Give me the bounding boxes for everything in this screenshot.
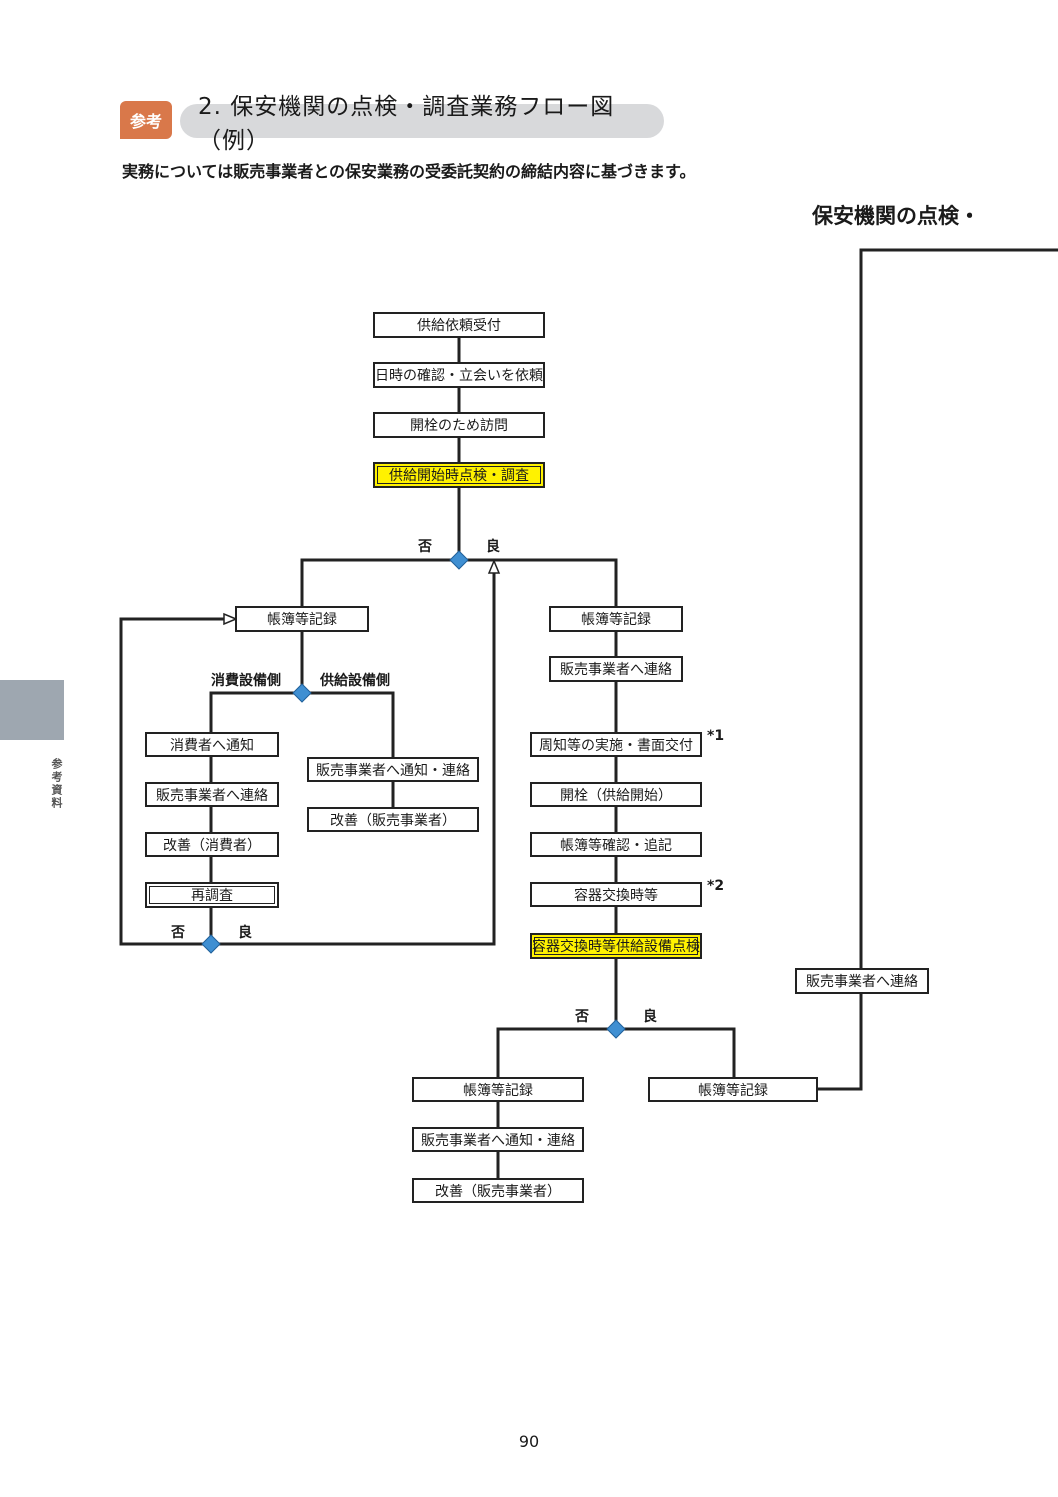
right-continued-title: 保安機関の点検・: [812, 204, 980, 228]
notify-seller-supply-box: 販売事業者へ通知・連絡: [307, 757, 479, 782]
confirm-schedule-box: 日時の確認・立会いを依頼: [373, 362, 545, 388]
consumer-side-label: 消費設備側: [211, 673, 281, 689]
improve-seller-supply-box: 改善（販売事業者）: [307, 807, 479, 832]
reference-badge: 参考: [120, 101, 172, 139]
footnote-2: *2: [707, 878, 725, 894]
bottom-good-label: 良: [643, 1009, 657, 1025]
page-number: 90: [518, 1432, 540, 1451]
reinspect-no-label: 否: [171, 925, 185, 941]
container-exchange-box: 容器交換時等: [530, 882, 702, 907]
notify-consumer-box: 消費者へ通知: [145, 732, 279, 757]
bottom-no-label: 否: [575, 1009, 589, 1025]
notice-docs-box: 周知等の実施・書面交付: [530, 732, 702, 757]
bottom-right-record-box: 帳簿等記録: [648, 1077, 818, 1102]
contact-seller-left-box: 販売事業者へ連絡: [145, 782, 279, 807]
reinspect-good-label: 良: [238, 925, 252, 941]
supply-request-box: 供給依頼受付: [373, 312, 545, 338]
side-tab: [0, 680, 64, 740]
start-inspection-box: 供給開始時点検・調査: [373, 462, 545, 488]
reinspect-box: 再調査: [145, 882, 279, 908]
side-tab-label: 参考資料: [50, 758, 63, 810]
page-subtitle: 実務については販売事業者との保安業務の受委託契約の締結内容に基づきます。: [122, 162, 696, 181]
far-right-contact-box: 販売事業者へ連絡: [795, 968, 929, 994]
contact-seller-right-box: 販売事業者へ連絡: [549, 656, 683, 682]
footnote-1: *1: [707, 728, 725, 744]
improve-consumer-box: 改善（消費者）: [145, 832, 279, 857]
left-record-box: 帳簿等記録: [235, 606, 369, 632]
decision-good-label: 良: [486, 539, 500, 555]
bottom-notify-seller-box: 販売事業者へ通知・連絡: [412, 1127, 584, 1152]
visit-open-box: 開栓のため訪問: [373, 412, 545, 438]
container-inspection-box: 容器交換時等供給設備点検: [530, 933, 702, 959]
open-supply-box: 開栓（供給開始）: [530, 782, 702, 807]
bottom-improve-seller-box: 改善（販売事業者）: [412, 1178, 584, 1203]
record-check-box: 帳簿等確認・追記: [530, 832, 702, 857]
bottom-left-record-box: 帳簿等記録: [412, 1077, 584, 1102]
supply-side-label: 供給設備側: [320, 673, 390, 689]
right-record-box: 帳簿等記録: [549, 606, 683, 632]
decision-no-label: 否: [418, 539, 432, 555]
